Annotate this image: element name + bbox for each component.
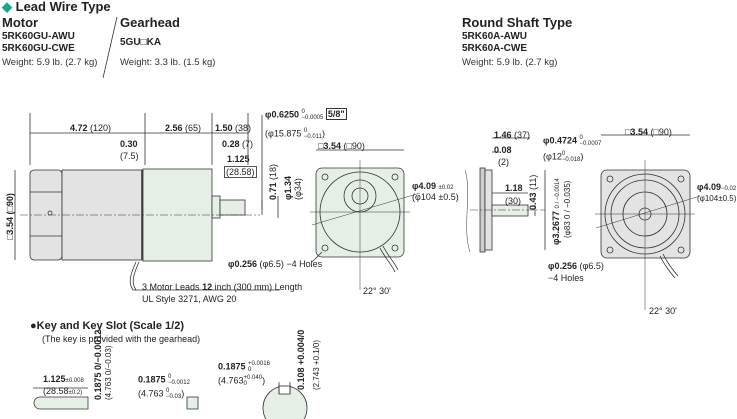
section-title-text: Lead Wire Type <box>15 0 111 14</box>
round-shaft-heading: Round Shaft Type <box>462 15 573 30</box>
leads-note: 3 Motor Leads 12 inch (300 mm) Length <box>142 282 303 292</box>
dim-shaft-length: 1.50 (38) <box>215 123 252 133</box>
dim-030: 0.30 <box>120 139 138 149</box>
slot-depth: 0.108 +0.004/0 <box>296 329 306 390</box>
dim-008-mm: (2) <box>498 157 509 167</box>
dim-round-pcd: φ4.09−0.02 <box>697 182 737 192</box>
dim-key-length: 1.125 <box>227 154 250 164</box>
dim-gear-length: 2.56 (65) <box>165 123 202 133</box>
dim-134: φ1.34 <box>283 176 293 200</box>
motor-model: 5RK60GU-CWE <box>2 43 75 54</box>
dim-008: 0.08 <box>494 145 512 155</box>
key-note: (The key is provided with the gearhead) <box>42 334 201 344</box>
gearhead-heading: Gearhead <box>120 15 180 30</box>
dim-square-side: □3.54 (□90) <box>5 193 15 240</box>
key-length: 1.125±0.008 <box>43 374 84 384</box>
dim-round-square: □3.54 (□90) <box>625 127 672 137</box>
angle-label: 22° 30' <box>363 286 391 296</box>
dim-134-mm: (φ34) <box>293 178 303 200</box>
dim-pilot-mm: (φ83 0 / −0.035) <box>563 180 572 238</box>
round-weight: Weight: 5.9 lb. (2.7 kg) <box>462 57 558 68</box>
key-height-mm: (4.763 0/−0.03) <box>104 345 113 400</box>
dim-holes: φ0.256 (φ6.5) −4 Holes <box>228 259 323 269</box>
gearhead-model: 5GU□KA <box>120 37 162 48</box>
key-length-mm: (28.58±0.2) <box>43 386 83 396</box>
key-height: 0.1875 0/−0.0012 <box>93 329 103 400</box>
dim-round-holes: φ0.256 (φ6.5) <box>548 261 604 271</box>
round-model: 5RK60A-CWE <box>462 43 528 54</box>
key-width-mm: (4.763 0−0.03) <box>138 388 185 400</box>
motor-front-view <box>310 149 421 290</box>
dim-118: 1.18 <box>505 183 523 193</box>
dim-028: 0.28 (7) <box>222 139 254 149</box>
dim-round-holes-count: −4 Holes <box>548 273 584 283</box>
gearhead-weight: Weight: 3.3 lb. (1.5 kg) <box>120 57 216 68</box>
dim-motor-length: 4.72 (120) <box>70 123 112 133</box>
motor-weight: Weight: 5.9 lb. (2.7 kg) <box>2 57 98 68</box>
dim-043: 0.43 (11) <box>528 174 538 210</box>
key-drawings <box>33 382 308 419</box>
dim-key-length-mm: (28.58) <box>224 166 257 178</box>
dim-pcd-mm: (φ104 ±0.5) <box>412 192 459 202</box>
dim-round-pcd-mm: (φ104±0.5) <box>697 194 737 203</box>
dim-146: 1.46 (37) <box>494 130 531 140</box>
round-shaft-side-view <box>464 137 546 253</box>
round-angle-label: 22° 30' <box>649 306 677 316</box>
dim-shaft-diameter-mm: (φ15.875 0−0.011) <box>265 128 325 140</box>
motor-heading: Motor <box>2 15 39 30</box>
dim-pilot: φ3.2677 0 / −0.0014 <box>551 178 561 245</box>
dim-shaft-diameter: φ0.6250 0−0.0005 5/8" <box>265 108 347 121</box>
round-model: 5RK60A-AWU <box>462 31 528 42</box>
key-heading: ●Key and Key Slot (Scale 1/2) <box>30 320 184 332</box>
diamond-bullet-icon: ◆ <box>2 0 12 14</box>
slot-depth-mm: (2.743 +0.1/0) <box>312 339 321 390</box>
dim-pcd: φ4.09 ±0.02 <box>412 181 454 191</box>
dim-round-shaft-dia: φ0.4724 0−0.0007 <box>543 135 602 147</box>
key-width: 0.1875 0−0.0012 <box>138 374 190 386</box>
motor-side-view <box>14 113 280 291</box>
dim-square-front: □3.54 (□90) <box>318 141 365 151</box>
dim-118-mm: (30) <box>505 196 522 206</box>
motor-model: 5RK60GU-AWU <box>2 31 75 42</box>
dim-030-mm: (7.5) <box>120 151 139 161</box>
section-title: ◆ Lead Wire Type <box>2 0 111 14</box>
leads-ul: UL Style 3271, AWG 20 <box>142 294 237 304</box>
dim-071: 0.71 (18) <box>268 163 278 200</box>
round-shaft-front-view <box>595 134 701 310</box>
